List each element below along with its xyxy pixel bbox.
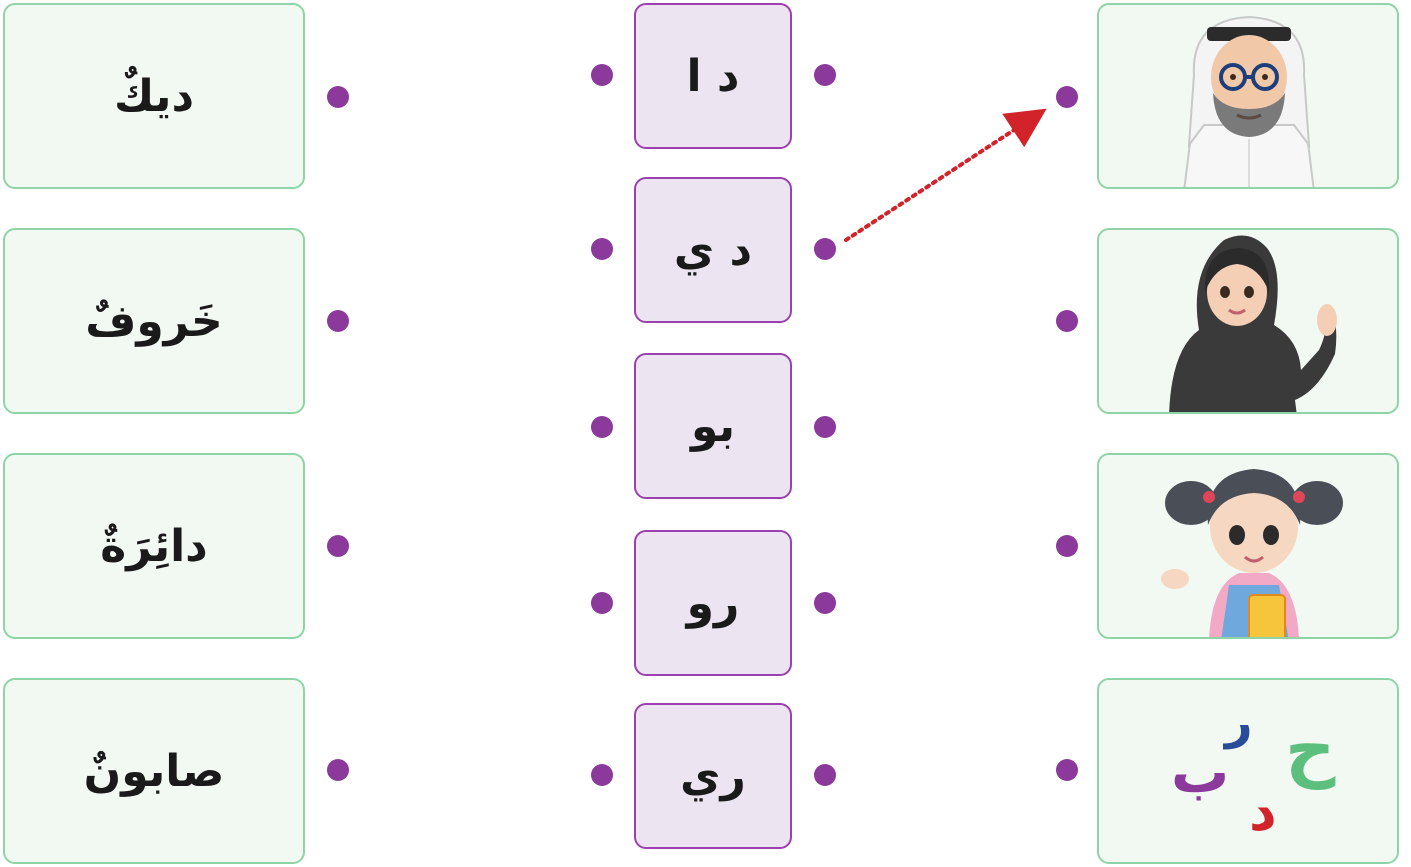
- syllable-card-3[interactable]: بو: [634, 353, 792, 499]
- syllable-left-dot-1[interactable]: [591, 64, 613, 86]
- word-label: خَروفٌ: [85, 295, 223, 347]
- woman-illustration: [1169, 235, 1337, 412]
- syllable-left-dot-2[interactable]: [591, 238, 613, 260]
- picture-card-letters[interactable]: ح ر ب د: [1097, 678, 1399, 864]
- syllable-left-dot-5[interactable]: [591, 764, 613, 786]
- syllable-left-dot-4[interactable]: [591, 592, 613, 614]
- word-card-2[interactable]: خَروفٌ: [3, 228, 305, 414]
- picture-dot-2[interactable]: [1056, 310, 1078, 332]
- picture-dot-3[interactable]: [1056, 535, 1078, 557]
- letter-raa: ر: [1225, 694, 1253, 750]
- syllable-card-4[interactable]: رو: [634, 530, 792, 676]
- picture-card-woman[interactable]: [1097, 228, 1399, 414]
- picture-dot-1[interactable]: [1056, 86, 1078, 108]
- syllable-card-1[interactable]: د ا: [634, 3, 792, 149]
- syllable-left-dot-3[interactable]: [591, 416, 613, 438]
- picture-dot-4[interactable]: [1056, 759, 1078, 781]
- word-label: صابونٌ: [83, 745, 225, 797]
- word-dot-1[interactable]: [327, 86, 349, 108]
- syllable-label: رو: [686, 577, 740, 629]
- picture-card-grandfather[interactable]: [1097, 3, 1399, 189]
- word-label: ديكٌ: [113, 70, 195, 122]
- syllable-label: ري: [680, 750, 746, 802]
- syllable-right-dot-1[interactable]: [814, 64, 836, 86]
- word-label: دائِرَةٌ: [100, 520, 208, 572]
- picture-card-girl[interactable]: [1097, 453, 1399, 639]
- word-card-1[interactable]: ديكٌ: [3, 3, 305, 189]
- letter-daal: د: [1249, 780, 1277, 843]
- syllable-right-dot-5[interactable]: [814, 764, 836, 786]
- word-card-4[interactable]: صابونٌ: [3, 678, 305, 864]
- letter-baa: ب: [1171, 738, 1230, 806]
- word-dot-3[interactable]: [327, 535, 349, 557]
- syllable-right-dot-2[interactable]: [814, 238, 836, 260]
- letter-haa: ح: [1285, 708, 1336, 790]
- syllable-card-2[interactable]: د ي: [634, 177, 792, 323]
- word-dot-2[interactable]: [327, 310, 349, 332]
- word-dot-4[interactable]: [327, 759, 349, 781]
- girl-illustration: [1161, 469, 1343, 637]
- syllable-label: د ي: [673, 224, 753, 276]
- syllable-card-5[interactable]: ري: [634, 703, 792, 849]
- syllable-label: بو: [690, 400, 736, 452]
- syllable-right-dot-3[interactable]: [814, 416, 836, 438]
- syllable-label: د ا: [686, 50, 740, 102]
- grandfather-illustration: [1183, 15, 1315, 187]
- syllable-right-dot-4[interactable]: [814, 592, 836, 614]
- word-card-3[interactable]: دائِرَةٌ: [3, 453, 305, 639]
